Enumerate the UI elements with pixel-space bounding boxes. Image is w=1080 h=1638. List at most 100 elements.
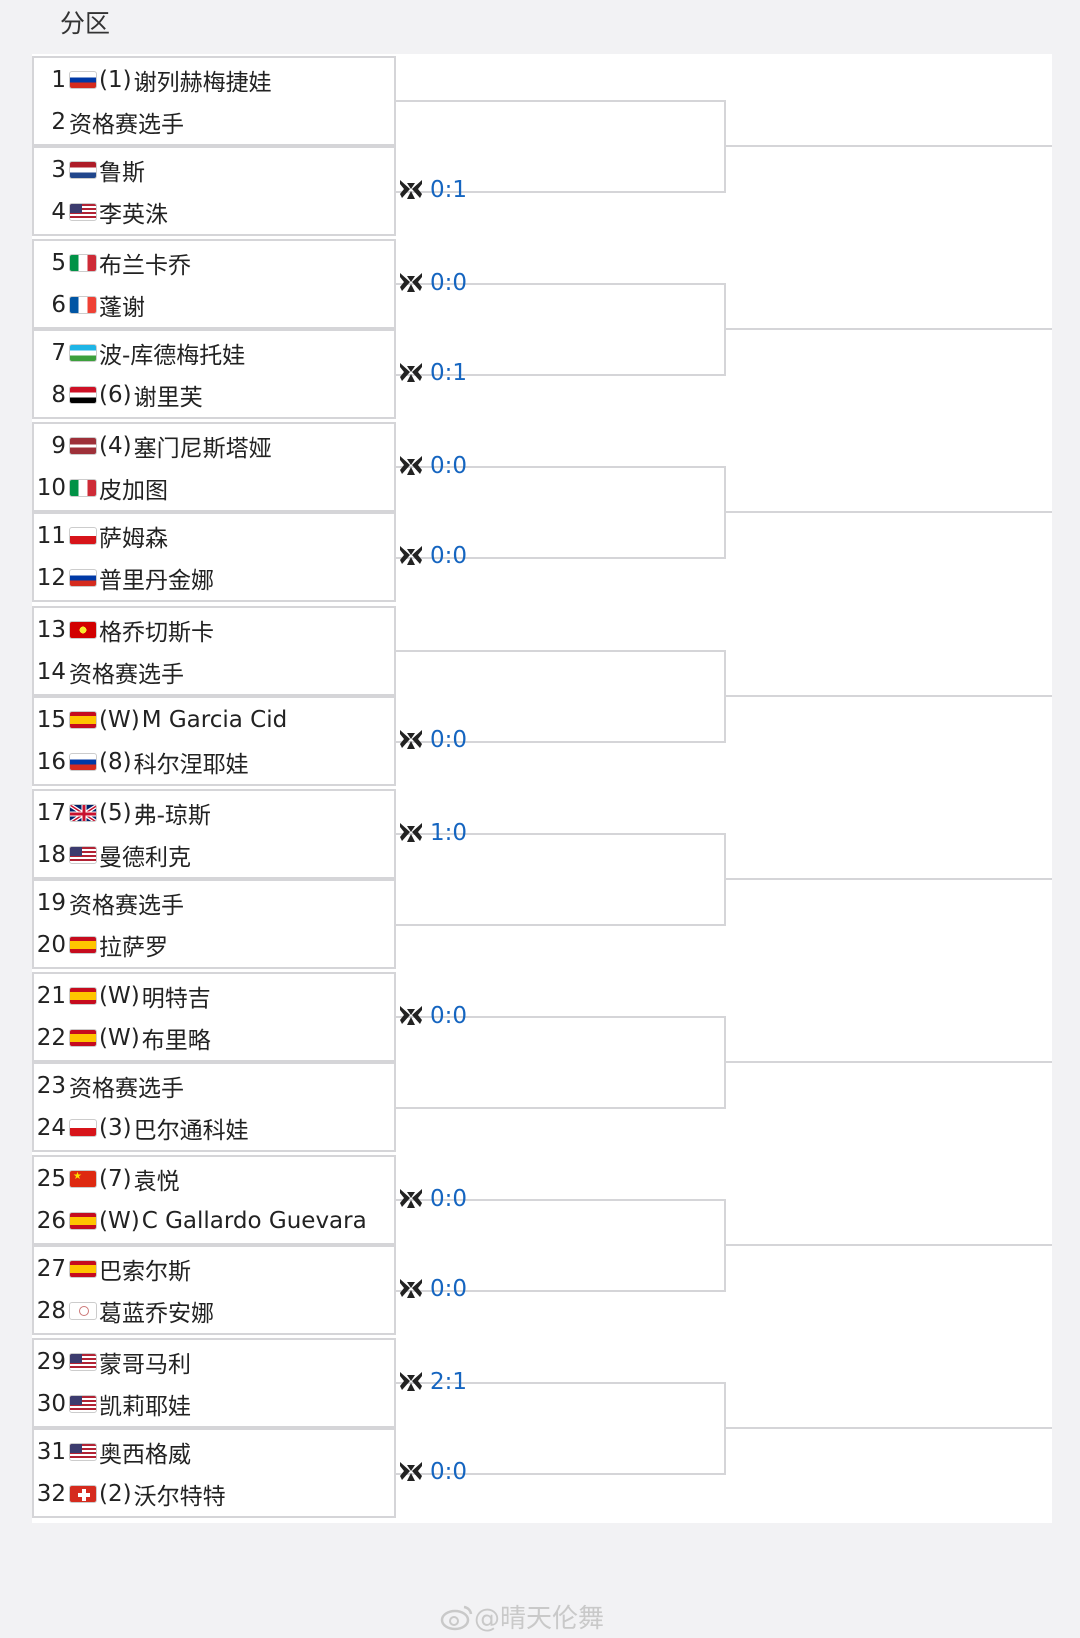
player-name[interactable]: 格乔切斯卡	[99, 620, 214, 646]
h2h-score[interactable]: 0:0	[398, 725, 467, 755]
player-name[interactable]: 葛蓝乔安娜	[99, 1301, 214, 1327]
flag-esp-icon	[69, 987, 97, 1005]
draw-position: 24	[36, 1115, 66, 1141]
player-name[interactable]: M Garcia Cid	[141, 707, 288, 733]
h2h-score[interactable]: 0:0	[398, 1274, 467, 1304]
player-name[interactable]: 沃尔特特	[133, 1484, 226, 1510]
h2h-score[interactable]: 1:0	[398, 818, 467, 848]
player-name[interactable]: 谢列赫梅捷娃	[133, 70, 272, 96]
player-name[interactable]: 巴尔通科娃	[133, 1118, 249, 1144]
match-box[interactable]	[32, 1062, 396, 1152]
h2h-score[interactable]: 0:0	[398, 541, 467, 571]
player-name[interactable]: 拉萨罗	[99, 935, 168, 961]
player-name[interactable]: 波-库德梅托娃	[99, 343, 246, 369]
player-name[interactable]: 李英洙	[99, 202, 168, 228]
player-name[interactable]: 袁悦	[133, 1169, 180, 1195]
flag-usa-icon	[69, 1395, 97, 1413]
h2h-score-text: 0:0	[430, 1459, 468, 1485]
draw-position: 19	[36, 890, 66, 916]
h2h-icon	[400, 730, 422, 749]
bracket-line	[726, 1427, 1052, 1429]
match-box[interactable]	[32, 879, 396, 969]
player-name[interactable]: 塞门尼斯塔娅	[133, 436, 272, 462]
player-name[interactable]: 资格赛选手	[69, 662, 184, 688]
player-name[interactable]: 资格赛选手	[69, 112, 184, 138]
player-name[interactable]: 弗-琼斯	[133, 803, 211, 829]
player-name[interactable]: 皮加图	[99, 478, 168, 504]
player-name[interactable]: 明特吉	[141, 986, 211, 1012]
h2h-score[interactable]: 0:0	[398, 268, 467, 298]
h2h-icon	[400, 1462, 422, 1481]
player-name[interactable]: 凯莉耶娃	[99, 1394, 191, 1420]
h2h-score[interactable]: 0:1	[398, 175, 467, 205]
draw-position: 27	[36, 1256, 66, 1282]
player-slot[interactable]: 15(W)M Garcia Cid	[34, 698, 394, 742]
h2h-score[interactable]: 0:0	[398, 451, 467, 481]
player-slot[interactable]: 17(5)弗-琼斯	[34, 791, 394, 835]
h2h-icon	[400, 546, 422, 565]
player-name[interactable]: 曼德利克	[99, 845, 191, 871]
bracket-line	[726, 1061, 1052, 1063]
player-name[interactable]: 资格赛选手	[69, 1076, 184, 1102]
player-name[interactable]: 谢里芙	[133, 385, 203, 411]
player-slot[interactable]: 27 巴索尔斯	[34, 1247, 394, 1291]
h2h-score[interactable]: 0:0	[398, 1001, 467, 1031]
flag-ita-icon	[69, 479, 97, 497]
player-slot[interactable]: 9(4)塞门尼斯塔娅	[34, 424, 394, 468]
player-name[interactable]: 布里略	[141, 1028, 211, 1054]
h2h-score[interactable]: 2:1	[398, 1367, 467, 1397]
player-name[interactable]: 奥西格威	[99, 1442, 191, 1468]
player-slot[interactable]: 16(8)科尔涅耶娃	[34, 740, 394, 784]
h2h-score[interactable]: 0:0	[398, 1184, 467, 1214]
player-name[interactable]: C Gallardo Guevara	[141, 1208, 367, 1234]
player-name[interactable]: 蒙哥马利	[99, 1352, 191, 1378]
draw-position: 13	[36, 617, 66, 643]
flag-rus-icon	[69, 71, 97, 89]
player-slot[interactable]: 24(3)巴尔通科娃	[34, 1106, 394, 1150]
draw-position: 17	[36, 800, 66, 826]
bracket-connector	[396, 100, 726, 193]
player-name[interactable]: 鲁斯	[99, 160, 145, 186]
player-slot[interactable]: 32(2)沃尔特特	[34, 1472, 394, 1516]
player-name[interactable]: 科尔涅耶娃	[133, 752, 249, 778]
draw-position: 23	[36, 1073, 66, 1099]
player-name[interactable]: 资格赛选手	[69, 893, 184, 919]
player-slot[interactable]: 25★(7)袁悦	[34, 1157, 394, 1201]
player-slot[interactable]: 8(6)谢里芙	[34, 373, 394, 417]
player-slot[interactable]: 1(1)谢列赫梅捷娃	[34, 58, 394, 102]
player-name[interactable]: 巴索尔斯	[99, 1259, 191, 1285]
h2h-score[interactable]: 0:0	[398, 1457, 467, 1487]
h2h-score-text: 0:0	[430, 1276, 468, 1302]
player-name[interactable]: 蓬谢	[99, 295, 145, 321]
player-slot[interactable]: 22(W)布里略	[34, 1016, 394, 1060]
flag-mkd-icon	[69, 621, 97, 639]
flag-esp-icon	[69, 1260, 97, 1278]
player-name[interactable]: 萨姆森	[99, 526, 168, 552]
h2h-score[interactable]: 0:1	[398, 358, 467, 388]
player-slot[interactable]: 26(W)C Gallardo Guevara	[34, 1199, 394, 1243]
player-name[interactable]: 布兰卡乔	[99, 253, 191, 279]
player-slot[interactable]: 13 格乔切斯卡	[34, 608, 394, 652]
flag-esp-icon	[69, 1029, 97, 1047]
player-slot[interactable]: 21(W)明特吉	[34, 974, 394, 1018]
player-name[interactable]: 普里丹金娜	[99, 568, 214, 594]
